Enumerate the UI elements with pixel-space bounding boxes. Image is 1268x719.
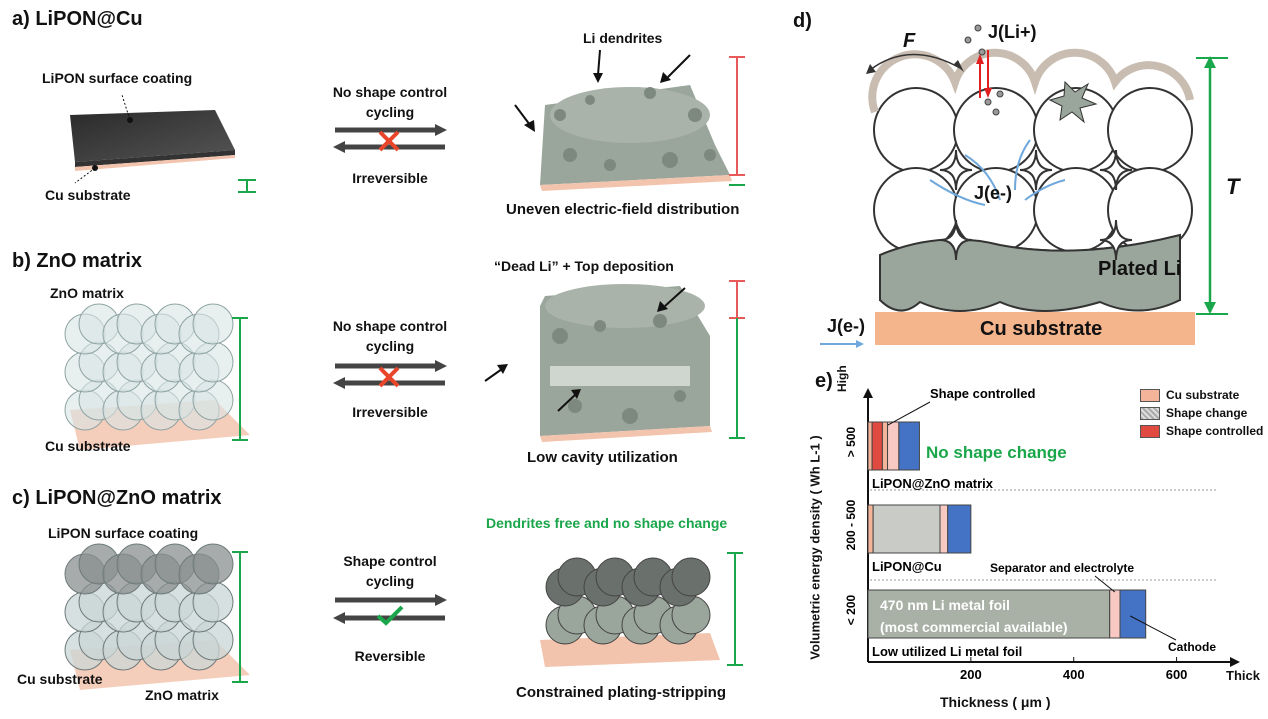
annotation-leader <box>1130 615 1177 641</box>
bar-segment <box>1109 589 1121 639</box>
legend-label: Shape controlled <box>1166 424 1264 438</box>
cu-substrate-label: Cu substrate <box>45 187 131 203</box>
bar-label: Low utilized Li metal foil <box>872 644 1022 659</box>
dead-li-label: “Dead Li” + Top deposition <box>494 258 674 274</box>
bar-label: LiPON@Cu <box>872 559 942 574</box>
panel-a-title: a) LiPON@Cu <box>12 8 143 30</box>
bar-segment <box>898 421 920 471</box>
process-line1: No shape control <box>332 84 448 100</box>
mechanism-diagram <box>820 24 1228 348</box>
process-line1-b: No shape control <box>332 318 448 334</box>
annotation-foil-note: (most commercial available) <box>880 619 1068 635</box>
reversible-arrows <box>333 594 447 626</box>
legend-swatch-shape-controlled <box>1140 424 1160 438</box>
panel-e-title: e) <box>815 370 833 392</box>
ion-flux-label: J(Li+) <box>988 22 1037 42</box>
lipon-coating-label-c: LiPON surface coating <box>48 525 199 541</box>
bar-segment <box>881 421 889 471</box>
cu-substrate-label-b: Cu substrate <box>45 438 131 454</box>
panel-b-title: b) ZnO matrix <box>12 250 143 272</box>
zno-matrix-label: ZnO matrix <box>50 285 124 301</box>
lipon-zno-illustration <box>64 543 250 690</box>
legend-label: Shape change <box>1166 406 1248 420</box>
bar-label: LiPON@ZnO matrix <box>872 476 994 491</box>
legend-item-cu: Cu substrate <box>1140 388 1263 402</box>
irreversible-arrows <box>333 124 447 153</box>
plated-li-label: Plated Li <box>1098 258 1182 280</box>
cross-icon <box>378 130 400 152</box>
thickness-label: T <box>1226 174 1240 199</box>
annotation-cathode: Cathode <box>1168 640 1216 654</box>
y-category-label: > 500 <box>844 426 858 457</box>
bar-segment <box>871 421 883 471</box>
bar-segment <box>867 589 1111 639</box>
cu-substrate-label-c: Cu substrate <box>17 671 103 687</box>
electron-flux-outer-label: J(e-) <box>827 316 866 336</box>
annotation-separator: Separator and electrolyte <box>990 561 1134 575</box>
panel-c-caption: Constrained plating-stripping <box>516 684 726 701</box>
bar-segment <box>867 421 873 471</box>
y-category-label: 200 - 500 <box>844 499 858 550</box>
process-line1-c: Shape control <box>343 553 437 569</box>
x-axis-arrow <box>1230 657 1240 667</box>
panel-a-caption: Uneven electric-field distribution <box>506 201 740 218</box>
coated-sphere <box>192 543 234 585</box>
constrained-plating-illustration <box>540 552 743 667</box>
dendrites-free-label: Dendrites free and no shape change <box>486 515 728 531</box>
legend-item-shape-change: Shape change <box>1140 406 1263 420</box>
plated-sphere <box>671 557 711 597</box>
bar-segment <box>872 504 941 554</box>
li-dendrites-label: Li dendrites <box>583 30 663 46</box>
x-tick-label: 400 <box>1063 667 1085 682</box>
force-label: F <box>903 30 916 52</box>
process-result: Irreversible <box>352 170 428 186</box>
y-axis-arrow <box>863 388 873 398</box>
panel-d-title: d) <box>793 10 812 32</box>
panel-c-title: c) LiPON@ZnO matrix <box>12 487 222 509</box>
process-result-b: Irreversible <box>352 404 428 420</box>
bar-segment <box>887 421 900 471</box>
annotation-shape-controlled: Shape controlled <box>930 386 1036 401</box>
process-line2-c: cycling <box>365 573 415 589</box>
process-line2-b: cycling <box>365 338 415 354</box>
legend-swatch-cu <box>1140 388 1160 402</box>
annotation-no-shape-change: No shape change <box>926 443 1067 462</box>
bar-segment <box>947 504 972 554</box>
legend-item-shape-controlled: Shape controlled <box>1140 424 1263 438</box>
bar-segment <box>1119 589 1147 639</box>
lipon-coating-label: LiPON surface coating <box>42 70 193 86</box>
check-icon <box>376 605 404 626</box>
y-category-label: < 200 <box>844 594 858 625</box>
panel-b-caption: Low cavity utilization <box>527 449 678 466</box>
irreversible-arrows-b <box>333 360 447 389</box>
lipon-cu-illustration <box>70 94 256 193</box>
x-axis-end-label: Thick <box>1226 668 1260 683</box>
zno-sphere <box>192 303 234 345</box>
y-axis-label: Volumetric energy density ( Wh L-1 ) <box>807 435 823 660</box>
legend-swatch-shape-change <box>1140 406 1160 420</box>
cu-substrate-label-d: Cu substrate <box>980 318 1103 340</box>
annotation-foil: 470 nm Li metal foil <box>880 597 1010 613</box>
x-tick-label: 600 <box>1166 667 1188 682</box>
annotation-leader <box>1094 575 1116 593</box>
annotation-leader <box>887 401 931 426</box>
cross-icon <box>378 366 400 388</box>
dead-li-illustration <box>484 280 745 442</box>
process-result-c: Reversible <box>354 648 426 664</box>
electron-flux-inner-label: J(e-) <box>974 183 1013 203</box>
process-line2: cycling <box>365 104 415 120</box>
zno-matrix-illustration <box>64 303 250 450</box>
bar-segment <box>939 504 949 554</box>
li-dendrites-illustration <box>514 49 745 191</box>
bar-segment <box>867 504 874 554</box>
zno-matrix-label-c: ZnO matrix <box>145 687 219 703</box>
x-axis-label: Thickness ( μm ) <box>940 694 1051 710</box>
legend-label: Cu substrate <box>1166 388 1240 402</box>
x-tick-label: 200 <box>960 667 982 682</box>
chart-legend: Cu substrate Shape change Shape controll… <box>1140 388 1263 438</box>
